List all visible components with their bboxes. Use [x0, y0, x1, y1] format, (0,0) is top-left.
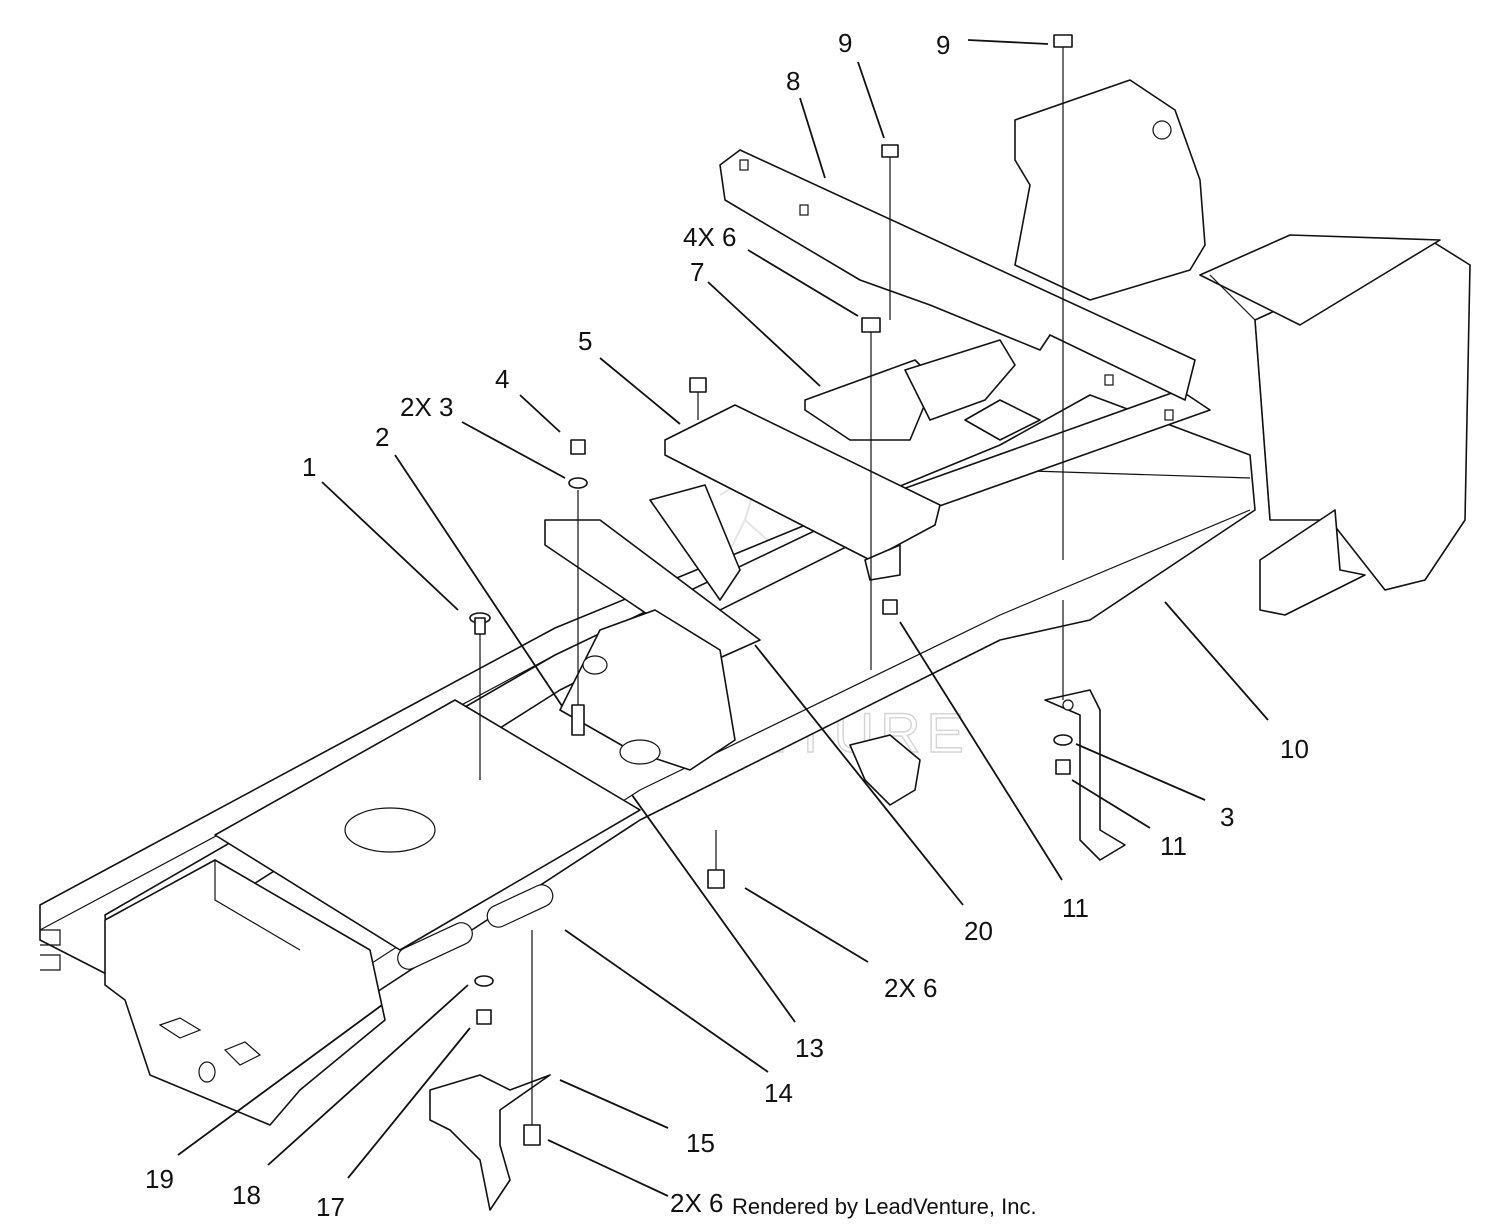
callout-2x6-middle: 2X 6	[884, 973, 938, 1003]
callout-17: 17	[316, 1192, 345, 1222]
bolt-6-bottom	[523, 1124, 541, 1146]
callout-10: 10	[1280, 734, 1309, 764]
washer-3	[568, 477, 588, 489]
washer-18	[474, 975, 494, 987]
callout-13: 13	[795, 1033, 824, 1063]
callout-4: 4	[495, 364, 509, 394]
nut-11	[882, 599, 898, 615]
callout-labels: 9 9 8 4X 6 7 5 4 2X 3 2 1 10 3 11 11 20 …	[145, 28, 1309, 1222]
bracket-20	[544, 484, 761, 771]
support-bracket-7	[804, 339, 1041, 441]
callout-11-right: 11	[1160, 831, 1187, 861]
callout-4x6: 4X 6	[683, 222, 737, 252]
callout-9-left: 9	[838, 28, 852, 58]
mount-foot-right	[1259, 509, 1366, 616]
callout-11-center: 11	[1062, 893, 1089, 923]
callout-5: 5	[578, 326, 592, 356]
nut-17	[476, 1009, 492, 1025]
callout-2: 2	[375, 422, 389, 452]
render-credit: Rendered by LeadVenture, Inc.	[732, 1194, 1037, 1219]
cross-bar-8	[719, 149, 1196, 421]
callout-1: 1	[302, 452, 316, 482]
callout-20: 20	[964, 916, 993, 946]
bracket-15	[429, 1074, 551, 1211]
side-plate-right	[1199, 234, 1471, 616]
nut-4	[570, 439, 586, 455]
callout-9-right: 9	[936, 30, 950, 60]
callout-2x6-bottom: 2X 6	[670, 1188, 724, 1218]
bolt-9-right	[1053, 34, 1073, 48]
callout-3: 3	[1220, 802, 1234, 832]
bolt-6-upper	[861, 317, 881, 333]
bolt-9-left	[881, 144, 899, 158]
rear-housing	[104, 859, 386, 1126]
bolt-6-left	[689, 377, 707, 393]
callout-2x3: 2X 3	[400, 392, 454, 422]
callout-18: 18	[232, 1180, 261, 1210]
callout-15: 15	[686, 1128, 715, 1158]
bolt-2	[571, 704, 585, 736]
spacer-block	[849, 734, 921, 806]
leader-lines	[177, 39, 1269, 1197]
bolt-6-lower	[707, 869, 725, 889]
callout-7: 7	[690, 257, 704, 287]
callout-14: 14	[764, 1078, 793, 1108]
hardware	[469, 34, 1073, 1146]
callout-19: 19	[145, 1164, 174, 1194]
nut-11-right	[1055, 759, 1071, 775]
callout-8: 8	[786, 66, 800, 96]
plate-center-hole	[344, 807, 436, 853]
bracket-3	[1044, 689, 1126, 861]
washer-3-right	[1053, 734, 1073, 746]
upper-side-plate	[1014, 79, 1206, 301]
